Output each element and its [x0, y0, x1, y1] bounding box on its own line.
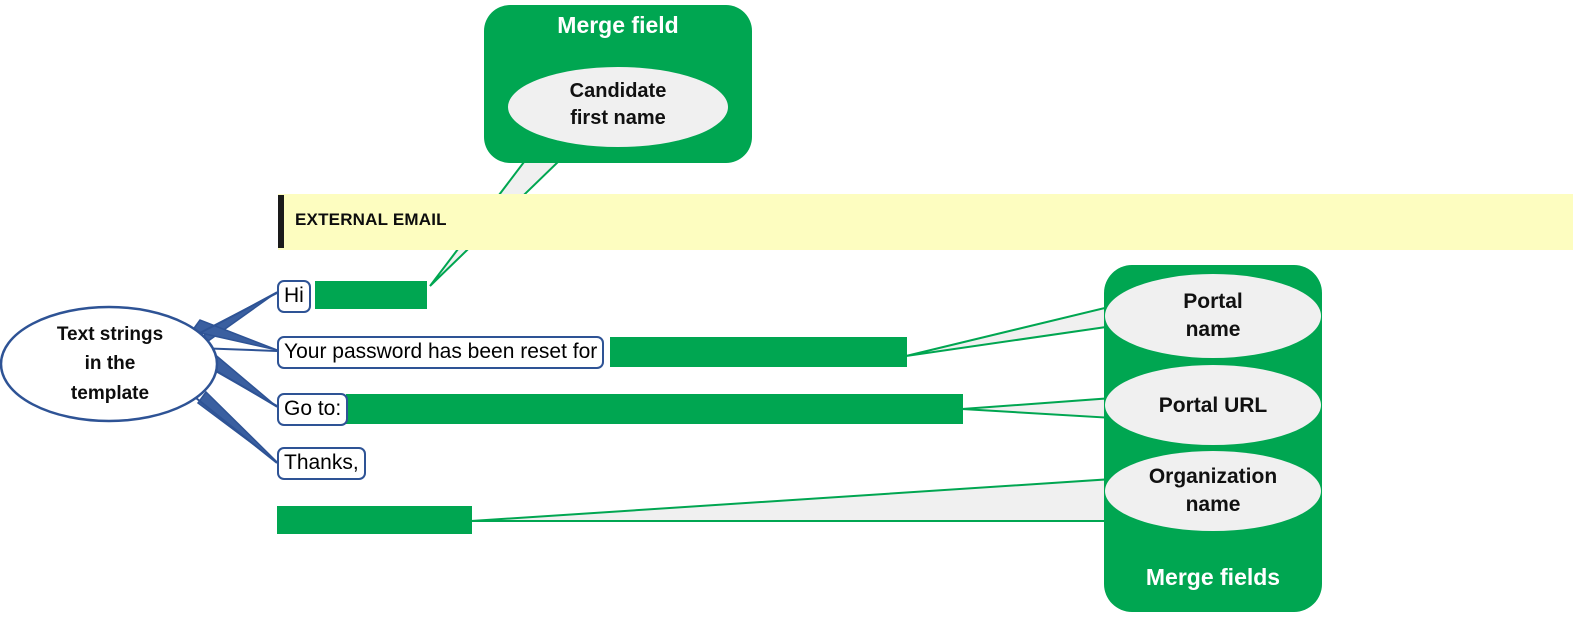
- template-string-thanks: Thanks,: [277, 447, 366, 480]
- merge-field-organization-name-label: Organization name: [1148, 465, 1278, 517]
- arrow-to-password: [190, 319, 278, 351]
- text-strings-ellipse: [0, 305, 219, 423]
- merge-field-title: Merge field: [557, 12, 679, 38]
- redaction-bar-candidate-first-name: [315, 281, 427, 309]
- external-email-accent-bar: [278, 195, 284, 248]
- portal-url-ellipse: [1105, 365, 1321, 445]
- redaction-bar-portal-url: [346, 394, 963, 424]
- redaction-bar-organization-name: [277, 506, 472, 534]
- portal-name-ellipse: [1105, 274, 1321, 358]
- template-string-hi: Hi: [277, 280, 311, 313]
- organization-name-ellipse: [1105, 451, 1321, 531]
- external-email-label: EXTERNAL EMAIL: [295, 210, 447, 229]
- candidate-first-name-ellipse: [508, 67, 728, 147]
- text-strings-line3: template: [70, 382, 150, 404]
- merge-field-portal-name-label: Portal name: [1183, 290, 1243, 342]
- candidate-first-name-label: Candidate first name: [512, 78, 724, 132]
- candidate-first-name-line1: Candidate: [569, 80, 667, 102]
- candidate-first-name-line2: first name: [570, 107, 666, 129]
- template-string-go-to: Go to:: [277, 393, 349, 426]
- merge-fields-title: Merge fields: [1145, 564, 1281, 590]
- redaction-bar-portal-name: [610, 337, 907, 367]
- text-strings-line2: in the: [84, 353, 136, 375]
- text-strings-label: Text strings in the template: [20, 320, 200, 408]
- merge-field-portal-url-label: Portal URL: [1158, 394, 1268, 417]
- text-strings-line1: Text strings: [56, 324, 164, 345]
- external-email-banner: [278, 194, 1573, 250]
- template-string-password-reset: Your password has been reset for: [277, 336, 605, 369]
